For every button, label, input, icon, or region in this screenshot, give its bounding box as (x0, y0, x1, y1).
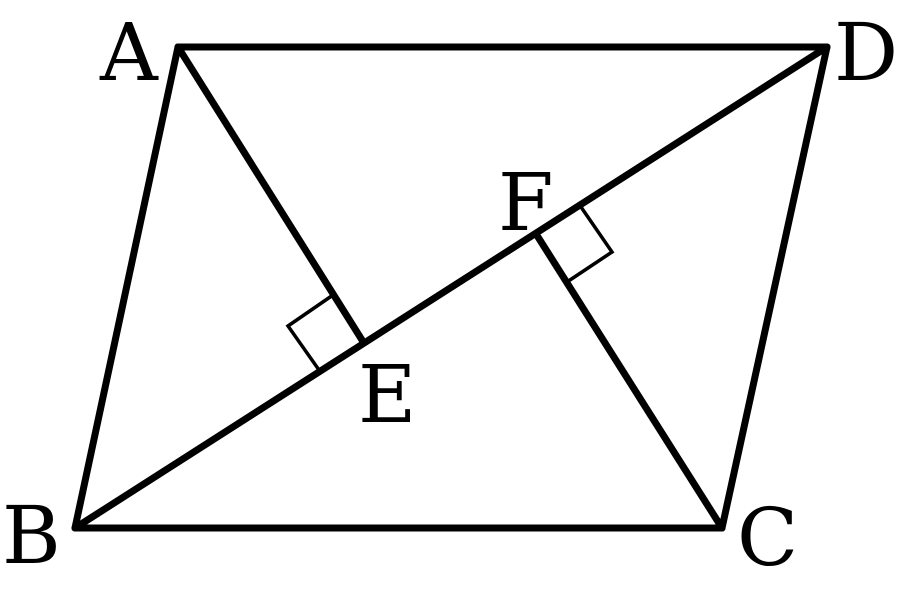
segment-ae (174, 43, 366, 344)
label-e: E (358, 348, 416, 441)
diagonal-bd (71, 43, 831, 532)
label-a: A (99, 6, 159, 99)
right-angle-marker-f (566, 206, 615, 284)
right-angle-marker-e (285, 293, 334, 372)
label-b: B (2, 489, 61, 582)
side-cd (718, 43, 831, 532)
segment-cf (534, 233, 726, 532)
label-c: C (737, 491, 798, 584)
label-d: D (834, 6, 898, 99)
side-ab (71, 43, 182, 532)
label-f: F (498, 156, 554, 249)
